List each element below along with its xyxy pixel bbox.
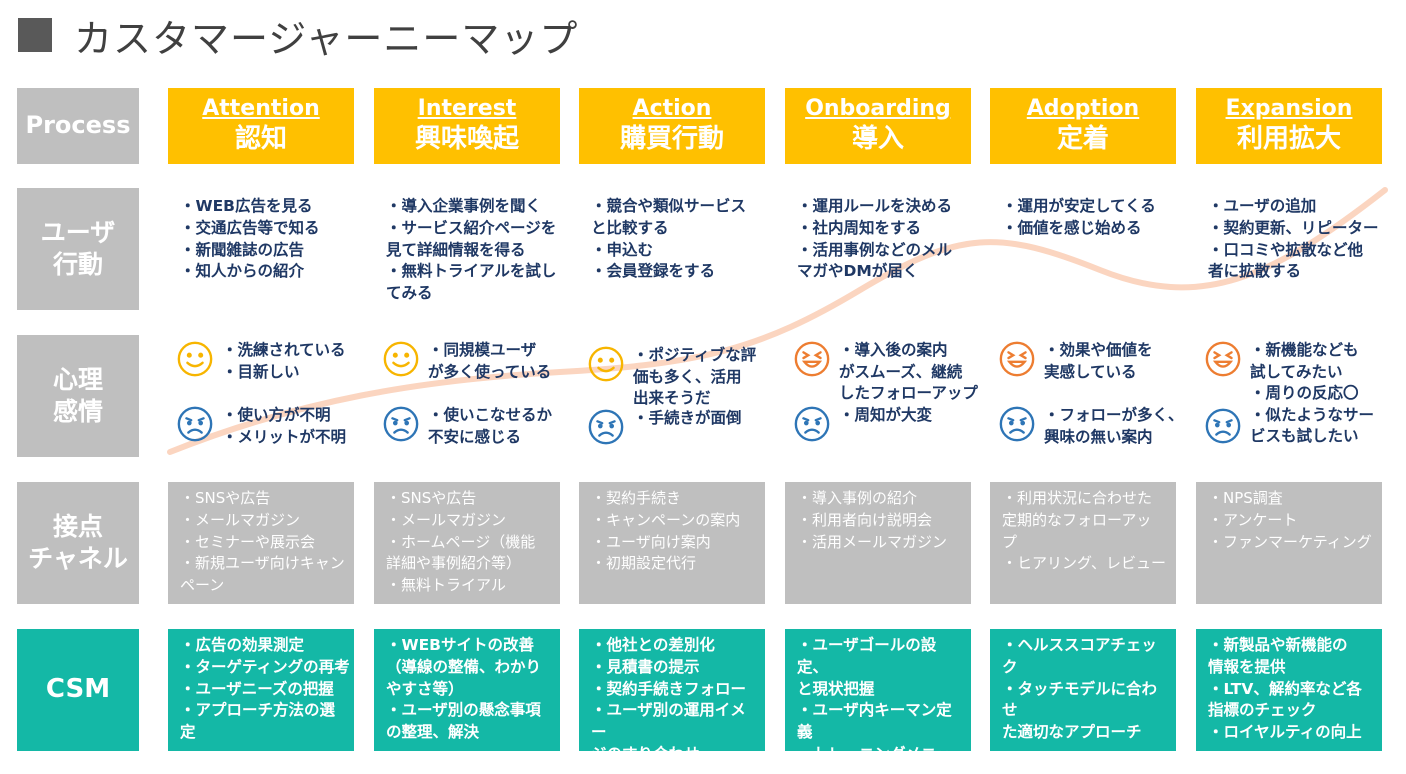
csm-box: ・WEBサイトの改善 （導線の整備、わかり やすさ等） ・ユーザ別の懸念事項 の… (374, 629, 560, 751)
csm-box: ・他社との差別化 ・見積書の提示 ・契約手続きフォロー ・ユーザ別の運用イメー … (579, 629, 765, 763)
emotion-positive-text: ・導入後の案内 がスムーズ、継続 したフォローアップ (839, 341, 978, 402)
phase-name-jp: 認知 (234, 123, 287, 154)
emotion-negative (1204, 407, 1390, 445)
phase-name-jp: 興味喚起 (414, 123, 519, 154)
row-label-user-action: ユーザ 行動 (17, 188, 139, 310)
worried-face-icon (794, 406, 830, 442)
emotion-negative: ・使い方が不明 ・メリットが不明 (176, 405, 362, 448)
emotion-positive: ・洗練されている ・目新しい (176, 340, 362, 383)
csm-box: ・ヘルススコアチェック ・タッチモデルに合わせ た適切なアプローチ (990, 629, 1176, 751)
laughing-face-icon (999, 341, 1035, 377)
csm-box: ・新製品や新機能の 情報を提供 ・LTV、解約率など各 指標のチェック ・ロイヤ… (1196, 629, 1382, 751)
phase-name-en: Expansion (1225, 95, 1353, 121)
phase-name-jp: 購買行動 (619, 123, 724, 154)
laughing-face-icon (794, 341, 830, 377)
touchpoint-box: ・NPS調査 ・アンケート ・ファンマーケティング (1196, 482, 1382, 604)
emotion-positive: ・新機能なども 試してみたい ・周りの反応〇 ・似たようなサー ビスも試したい (1204, 340, 1390, 448)
emotion-negative: ・周知が大変 (793, 405, 979, 443)
phase-name-jp: 導入 (851, 123, 904, 154)
emotion-negative: ・手続きが面倒 (587, 408, 773, 446)
happy-face-icon (177, 341, 213, 377)
emotion-positive-text: ・ポジティブな評 価も多く、活用 出来そうだ (633, 346, 757, 407)
worried-face-icon (1205, 408, 1241, 444)
emotion-positive-text: ・洗練されている ・目新しい (222, 341, 346, 381)
touchpoint-box: ・契約手続き ・キャンペーンの案内 ・ユーザ向け案内 ・初期設定代行 (579, 482, 765, 604)
emotion-positive: ・導入後の案内 がスムーズ、継続 したフォローアップ (793, 340, 979, 405)
title-square-icon (18, 18, 52, 52)
worried-face-icon (999, 406, 1035, 442)
row-label-touchpoint: 接点 チャネル (17, 482, 139, 604)
row-label-user-action-text: ユーザ 行動 (40, 217, 116, 280)
touchpoint-box: ・導入事例の紹介 ・利用者向け説明会 ・活用メールマガジン (785, 482, 971, 604)
phase-name-en: Adoption (1026, 95, 1140, 121)
user-action-text: ・運用ルールを決める ・社内周知をする ・活用事例などのメル マガやDMが届く (797, 197, 953, 281)
row-label-emotion: 心理 感情 (17, 335, 139, 457)
page-title: カスタマージャーニーマップ (74, 16, 579, 61)
emotion-positive-text: ・効果や価値を 実感している (1044, 341, 1153, 381)
user-action-text: ・導入企業事例を聞く ・サービス紹介ページを 見て詳細情報を得る ・無料トライア… (386, 197, 557, 303)
phase-name-en: Onboarding (805, 95, 951, 121)
csm-box: ・広告の効果測定 ・ターゲティングの再考 ・ユーザニーズの把握 ・アプローチ方法… (168, 629, 354, 751)
row-label-emotion-text: 心理 感情 (52, 364, 103, 427)
happy-face-icon (383, 341, 419, 377)
emotion-positive-text: ・新機能なども 試してみたい ・周りの反応〇 ・似たようなサー ビスも試したい (1250, 341, 1375, 445)
row-label-csm: CSM (17, 629, 139, 751)
touchpoint-box: ・利用状況に合わせた 定期的なフォローアッ プ ・ヒアリング、レビュー (990, 482, 1176, 604)
worried-face-icon (588, 409, 624, 445)
phase-name-jp: 定着 (1056, 123, 1109, 154)
csm-box: ・ユーザゴールの設定、 と現状把握 ・ユーザ内キーマン定義 ・トレーニングメニュ… (785, 629, 971, 774)
user-action-text: ・競合や類似サービス と比較する ・申込む ・会員登録をする (591, 197, 747, 281)
emotion-negative-text: ・手続きが面倒 (633, 409, 742, 427)
emotion-negative: ・フォローが多く、 興味の無い案内 (998, 405, 1184, 448)
phase-name-en: Interest (417, 95, 517, 121)
emotion-positive-text: ・同規模ユーザ が多く使っている (428, 341, 552, 381)
user-action-text: ・ユーザの追加 ・契約更新、リピーター ・口コミや拡散など他 者に拡散する (1208, 197, 1379, 281)
laughing-face-icon (1205, 341, 1241, 377)
emotion-negative: ・使いこなせるか 不安に感じる (382, 405, 568, 448)
phase-name-jp: 利用拡大 (1236, 123, 1341, 154)
user-action-text: ・運用が安定してくる ・価値を感じ始める (1002, 197, 1156, 237)
worried-face-icon (383, 406, 419, 442)
title-bar: カスタマージャーニーマップ (18, 10, 579, 61)
touchpoint-box: ・SNSや広告 ・メールマガジン ・ホームページ（機能 詳細や事例紹介等） ・無… (374, 482, 560, 604)
emotion-positive: ・ポジティブな評 価も多く、活用 出来そうだ (587, 345, 773, 410)
user-action-text: ・WEB広告を見る ・交通広告等で知る ・新聞雑誌の広告 ・知人からの紹介 (180, 197, 320, 281)
emotion-negative-text: ・フォローが多く、 興味の無い案内 (1044, 406, 1184, 446)
row-label-process: Process (17, 88, 139, 164)
phase-name-en: Action (632, 95, 712, 121)
touchpoint-box: ・SNSや広告 ・メールマガジン ・セミナーや展示会 ・新規ユーザ向けキャン ペ… (168, 482, 354, 604)
row-label-touchpoint-text: 接点 チャネル (28, 511, 128, 574)
emotion-negative-text: ・使い方が不明 ・メリットが不明 (222, 406, 347, 446)
emotion-negative-text: ・使いこなせるか 不安に感じる (428, 406, 553, 446)
phase-name-en: Attention (202, 95, 320, 121)
worried-face-icon (177, 406, 213, 442)
happy-face-icon (588, 346, 624, 382)
emotion-positive: ・効果や価値を 実感している (998, 340, 1184, 383)
emotion-negative-text: ・周知が大変 (839, 406, 933, 424)
emotion-positive: ・同規模ユーザ が多く使っている (382, 340, 568, 383)
